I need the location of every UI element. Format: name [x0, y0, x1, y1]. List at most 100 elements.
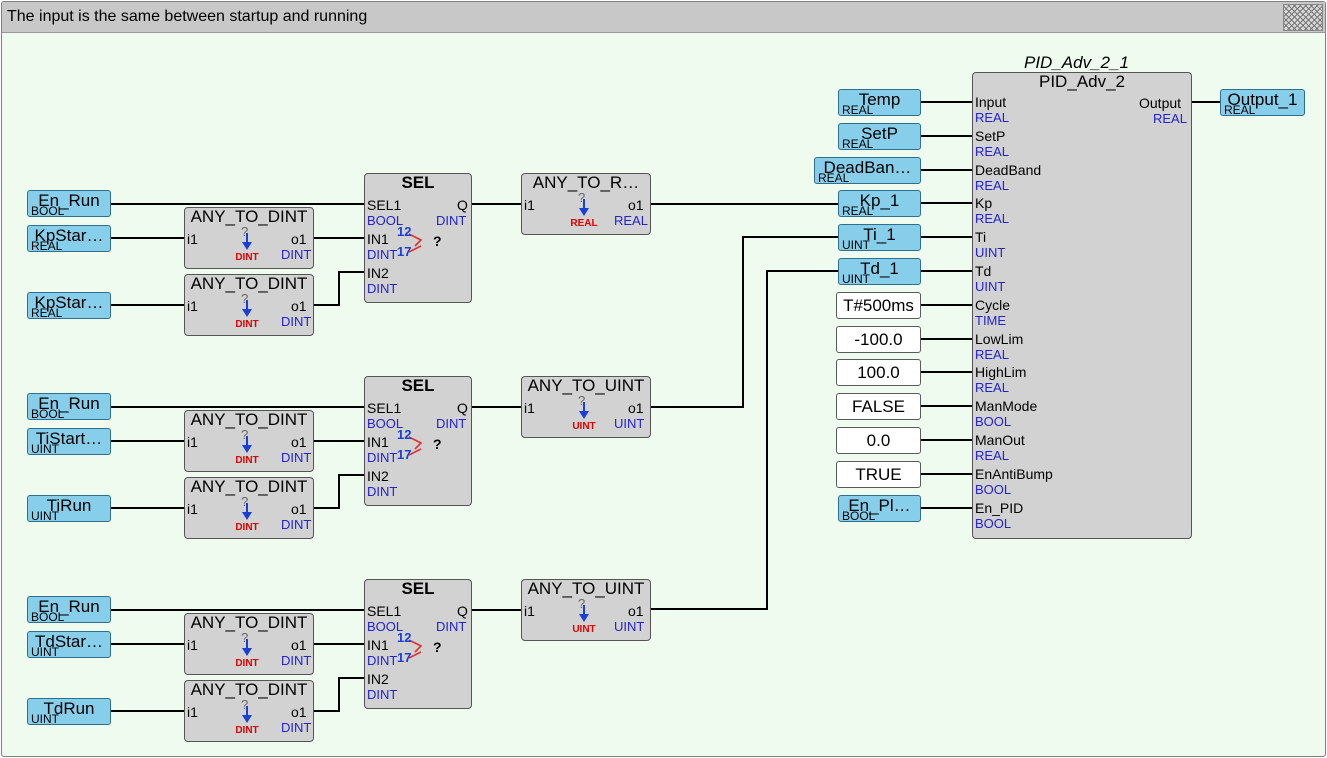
- svg-text:?: ?: [241, 430, 248, 442]
- group-2-start-var[interactable]: TiStart…UINT: [27, 428, 111, 455]
- group-3-any-to-dint-2-arrow-red-type: DINT: [235, 725, 259, 736]
- group-3-conv-block-out-label: o1: [628, 603, 644, 619]
- group-1-conv-block-in-label: i1: [524, 197, 535, 213]
- group-1-any-to-dint-1-arrow-red-type: DINT: [235, 252, 259, 263]
- group-2-sel-block-n17: 17: [397, 447, 412, 462]
- pid-output-type: REAL: [1153, 111, 1187, 126]
- group-3-wire-in2: [313, 677, 364, 712]
- pid-port-manout-type: REAL: [975, 448, 1009, 463]
- group-1-sel-block-q-label: Q: [457, 197, 468, 213]
- pid-const-3[interactable]: 100.0: [836, 359, 921, 386]
- pid-var-3[interactable]: DeadBan…REAL: [814, 157, 921, 184]
- group-1-run-var[interactable]: KpStar…REAL: [27, 292, 111, 319]
- group-2-conv-block-title: ANY_TO_UINT: [527, 376, 645, 395]
- group-2-any-to-dint-1-arrow-icon: ?: [237, 427, 257, 456]
- group-1-start-var[interactable]: KpStar…REAL: [27, 225, 111, 252]
- group-2-conv-block-arrow-red-type: UINT: [572, 421, 596, 432]
- group-1-any-to-dint-1-title: ANY_TO_DINT: [190, 207, 308, 226]
- group-2-en-var-label: En_Run: [38, 394, 100, 413]
- pid-output-label: Output: [1139, 95, 1182, 111]
- group-3-conv-block-arrow-icon: ?: [574, 596, 594, 625]
- group-3-start-var[interactable]: TdStar…UINT: [27, 631, 111, 658]
- pid-const-6[interactable]: TRUE: [836, 461, 921, 488]
- group-2-en-var-type: BOOL: [31, 407, 65, 421]
- group-3-any-to-dint-2-arrow-icon: ?: [237, 697, 257, 726]
- group-1-conv-block-out-label: o1: [628, 197, 644, 213]
- group-3-sel-block-n17: 17: [397, 650, 412, 665]
- group-1-wire-in2: [313, 271, 364, 306]
- pid-port-highlim-label: HighLim: [975, 364, 1027, 380]
- group-2-start-var-label: TiStart…: [35, 429, 103, 448]
- resize-grip-icon[interactable]: [1283, 4, 1323, 31]
- svg-text:?: ?: [241, 227, 248, 239]
- pid-const-2[interactable]: -100.0: [836, 326, 921, 353]
- pid-const-1[interactable]: T#500ms: [836, 292, 921, 319]
- group-3-start-var-type: UINT: [31, 645, 59, 659]
- group-2-any-to-dint-2-title: ANY_TO_DINT: [190, 477, 308, 496]
- pid-port-kp-type: REAL: [975, 211, 1009, 226]
- group-1-sel-block-q-type: DINT: [436, 213, 467, 228]
- group-1-sel-block-in1-label: IN1: [367, 231, 389, 247]
- group-3-conv-block-title: ANY_TO_UINT: [527, 579, 645, 598]
- en-pid-var-label: En_Pl…: [848, 496, 911, 515]
- pid-port-manout-label: ManOut: [975, 432, 1025, 448]
- pid-port-kp-label: Kp: [975, 195, 993, 211]
- en-pid-var[interactable]: En_Pl…BOOL: [838, 495, 921, 522]
- pid-port-ti-type: UINT: [975, 245, 1006, 260]
- group-1-conv-block-out-type: REAL: [614, 213, 648, 228]
- group-3-sel-block-sel1-type: BOOL: [367, 619, 404, 634]
- group-1-any-to-dint-2-out-type: DINT: [281, 314, 312, 329]
- pid-const-4[interactable]: FALSE: [836, 393, 921, 420]
- pid-port-ti-label: Ti: [975, 229, 987, 245]
- group-2-wire-in2: [313, 474, 364, 509]
- pid-port-setp-label: SetP: [975, 128, 1006, 144]
- group-2-sel-block-qmark: ?: [433, 436, 442, 452]
- group-3-conv-block-arrow-red-type: UINT: [572, 624, 596, 635]
- group-2-run-var-type: UINT: [31, 509, 59, 523]
- group-3-sel-block-qmark: ?: [433, 639, 442, 655]
- pid-var-2-type: REAL: [842, 137, 874, 151]
- pid-port-setp-type: REAL: [975, 144, 1009, 159]
- group-2-any-to-dint-2-arrow-red-type: DINT: [235, 522, 259, 533]
- pid-var-3-type: REAL: [818, 171, 850, 185]
- group-1-any-to-dint-1-out-label: o1: [291, 231, 307, 247]
- group-2-sel-block-in1-label: IN1: [367, 434, 389, 450]
- pid-port-manmode-type: BOOL: [975, 414, 1012, 429]
- pid-port-deadband-type: REAL: [975, 178, 1009, 193]
- svg-text:?: ?: [241, 700, 248, 712]
- group-1-conv-block-arrow-icon: ?: [574, 190, 594, 219]
- wire-conv3-to-td: [651, 270, 838, 610]
- svg-text:?: ?: [241, 294, 248, 306]
- group-1-conv-block-title: ANY_TO_R…: [532, 173, 640, 192]
- pid-port-en_pid-type: BOOL: [975, 516, 1012, 531]
- pid-const-5[interactable]: 0.0: [836, 427, 921, 454]
- group-1-sel-block-in1-type: DINT: [367, 247, 398, 262]
